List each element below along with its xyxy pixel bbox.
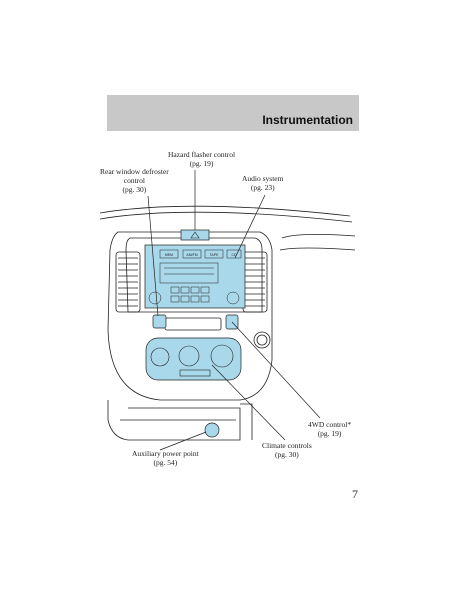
rear-defroster-callout: Rear window defroster control (pg. 30) — [100, 167, 169, 194]
radio-button-mem: MEM — [165, 253, 173, 257]
rear-defroster-button — [152, 314, 167, 329]
mode-knob — [178, 345, 200, 367]
aux-power-point — [204, 422, 220, 438]
rear-defroster-callout-line2: control — [123, 176, 145, 185]
power-point-callout: Auxiliary power point (pg. 54) — [132, 449, 199, 467]
rear-defroster-callout-page: (pg. 30) — [122, 185, 147, 194]
console-base — [128, 407, 241, 441]
console-left — [107, 400, 129, 441]
ignition-circle — [253, 331, 271, 349]
audio-callout-title: Audio system — [242, 174, 284, 183]
audio-system-panel — [144, 244, 246, 309]
fourwd-callout: 4WD control* (pg. 19) — [308, 420, 351, 438]
hazard-callout: Hazard flasher control (pg. 19) — [168, 150, 235, 168]
dash-right-edge — [281, 234, 356, 239]
power-point-callout-page: (pg. 54) — [153, 458, 178, 467]
fan-knob — [150, 347, 170, 367]
fourwd-leader-line — [231, 321, 321, 419]
power-point-leader-line — [159, 431, 207, 451]
climate-leader-line — [211, 364, 286, 441]
radio-button-tape: TAPE — [210, 253, 220, 257]
fourwd-callout-page: (pg. 19) — [317, 429, 342, 438]
right-vent — [242, 251, 268, 313]
hazard-triangle-icon — [190, 231, 200, 239]
section-title: Instrumentation — [262, 113, 353, 127]
rear-defroster-callout-line1: Rear window defroster — [100, 167, 169, 176]
radio-button-amfm: AM/FM — [186, 253, 197, 257]
climate-callout-title: Climate controls — [262, 441, 312, 450]
fourwd-callout-title: 4WD control* — [308, 420, 352, 429]
section-header-bar: Instrumentation — [107, 95, 359, 131]
console-right — [240, 403, 253, 440]
hazard-callout-title: Hazard flasher control — [168, 150, 236, 159]
climate-controls-panel — [145, 337, 242, 381]
dash-top-line-2 — [99, 211, 353, 223]
power-point-callout-title: Auxiliary power point — [132, 449, 199, 458]
temp-knob — [210, 344, 234, 368]
center-stack-bezel — [107, 231, 273, 401]
audio-callout: Audio system (pg. 23) — [242, 174, 283, 192]
left-vent — [115, 251, 141, 313]
climate-callout: Climate controls (pg. 30) — [262, 441, 312, 459]
dash-top-line — [99, 205, 351, 217]
rear-defroster-leader-line — [147, 195, 159, 317]
climate-callout-page: (pg. 30) — [275, 450, 299, 459]
audio-callout-page: (pg. 23) — [250, 183, 275, 192]
dash-right-edge-lower — [279, 247, 356, 251]
radio-button-cd: CD — [231, 253, 237, 257]
audio-leader-line — [234, 194, 266, 259]
hazard-callout-page: (pg. 19) — [189, 159, 214, 168]
storage-slot — [164, 317, 222, 331]
page-number: 7 — [352, 487, 358, 501]
